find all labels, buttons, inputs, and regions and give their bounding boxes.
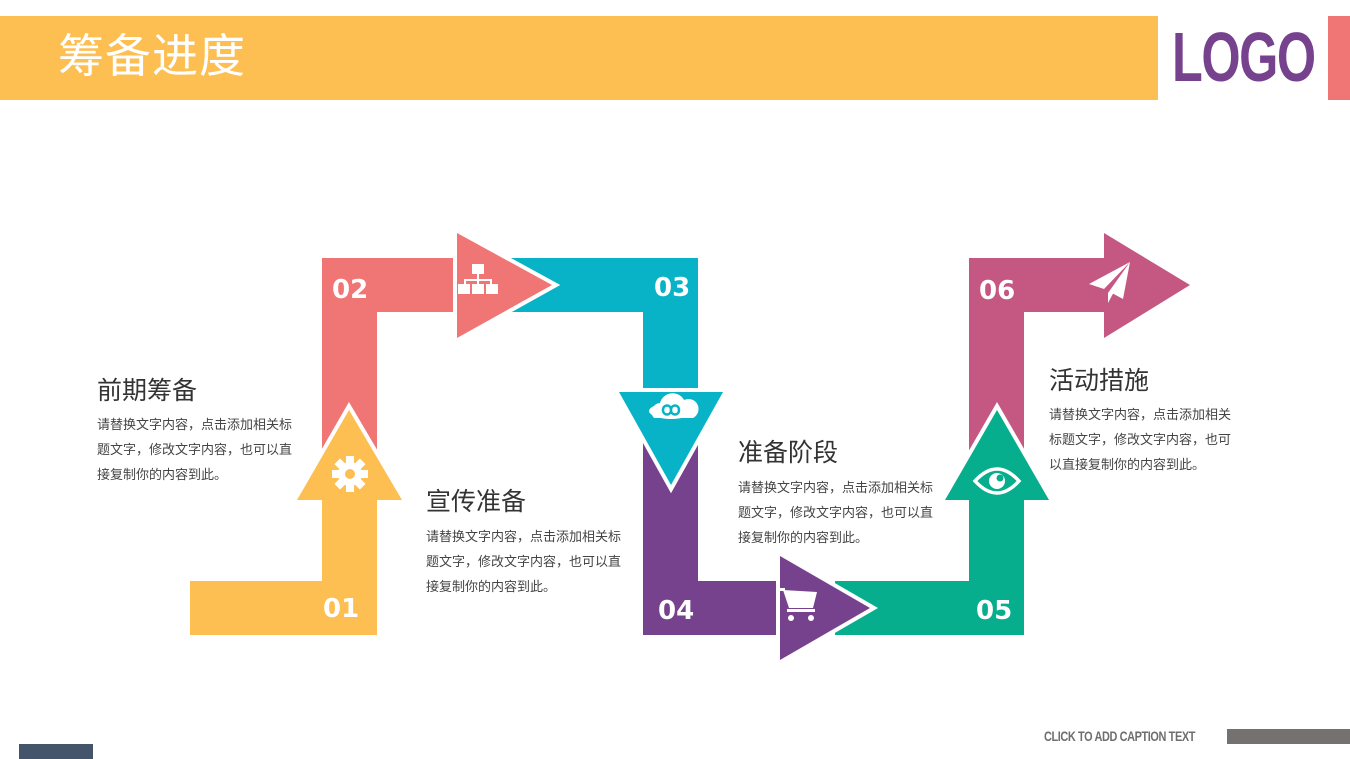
step-number-01: 01 <box>323 594 359 624</box>
step-01-title: 前期筹备 <box>97 376 198 405</box>
step-number-03: 03 <box>654 273 690 303</box>
footer-left-bar <box>19 744 93 759</box>
shopping-cart-icon <box>777 588 817 621</box>
footer-right-bar <box>1227 729 1350 744</box>
paper-plane-icon <box>1089 262 1130 303</box>
step-06-title: 活动措施 <box>1049 366 1150 395</box>
step-06-description: 请替换文字内容，点击添加相关标题文字，修改文字内容，也可以直接复制你的内容到此。 <box>1049 408 1232 473</box>
gear-icon <box>332 456 368 492</box>
page-title: 筹备进度 <box>58 29 246 83</box>
eye-icon <box>972 467 1022 495</box>
step-04-title: 准备阶段 <box>738 438 839 467</box>
header-bar <box>0 16 1158 100</box>
step-04-description: 请替换文字内容，点击添加相关标题文字，修改文字内容，也可以直接复制你的内容到此。 <box>738 481 934 546</box>
step-01-description: 请替换文字内容，点击添加相关标题文字，修改文字内容，也可以直接复制你的内容到此。 <box>97 418 293 483</box>
logo-accent-bar <box>1328 16 1350 100</box>
step-number-06: 06 <box>979 276 1015 306</box>
cloud-infinity-icon <box>649 393 699 419</box>
sitemap-icon <box>458 264 498 294</box>
step-02-description: 请替换文字内容，点击添加相关标题文字，修改文字内容，也可以直接复制你的内容到此。 <box>426 530 622 595</box>
step-number-02: 02 <box>332 275 368 305</box>
step-02-title: 宣传准备 <box>426 487 527 516</box>
caption-text[interactable]: CLICK TO ADD CAPTION TEXT <box>1044 728 1196 744</box>
arrow-step-06 <box>969 233 1190 450</box>
logo: LOGO <box>1172 18 1316 96</box>
step-number-04: 04 <box>658 596 694 626</box>
step-number-05: 05 <box>976 596 1012 626</box>
